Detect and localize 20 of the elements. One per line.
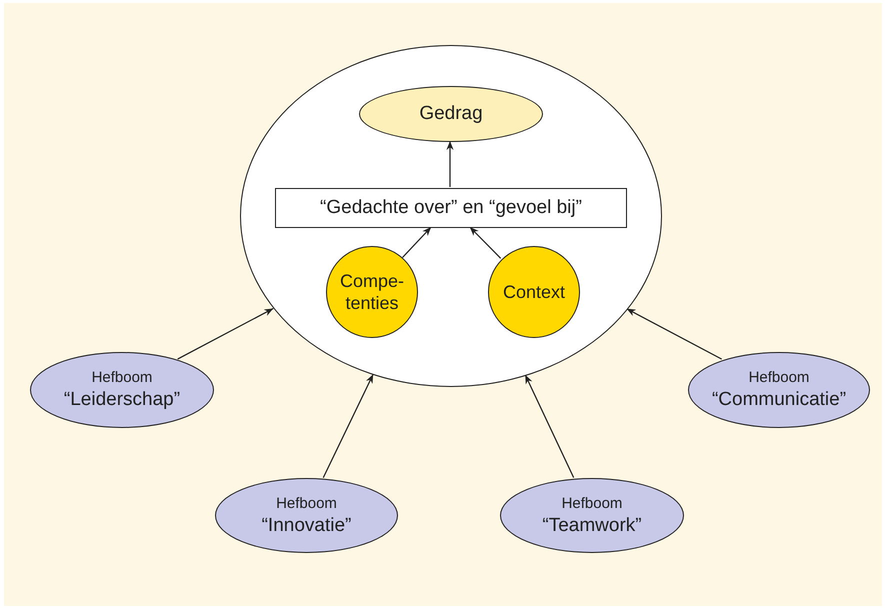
arrow [446, 141, 454, 187]
arrow [626, 308, 722, 360]
arrow [322, 374, 374, 478]
arrow [524, 374, 574, 478]
node-label: “Teamwork” [542, 514, 642, 538]
arrow [177, 308, 274, 360]
node-label: Context [502, 281, 566, 303]
node-label: “Innovatie” [262, 514, 352, 538]
node-label: “Communicatie” [712, 388, 846, 412]
node-label: Compe- tenties [338, 270, 406, 314]
process-box [275, 188, 627, 228]
node-label: Hefboom [748, 368, 810, 388]
node-label: “Gedachte over” en “gevoel bij” [320, 196, 582, 220]
node-label: Hefboom [92, 368, 152, 388]
node-label: Hefboom [562, 494, 622, 514]
node-label: Gedrag [419, 102, 483, 126]
arrow [469, 226, 502, 259]
arrow [402, 226, 432, 258]
node-label: “Leiderschap” [64, 388, 180, 412]
node-label: Hefboom [276, 494, 337, 514]
